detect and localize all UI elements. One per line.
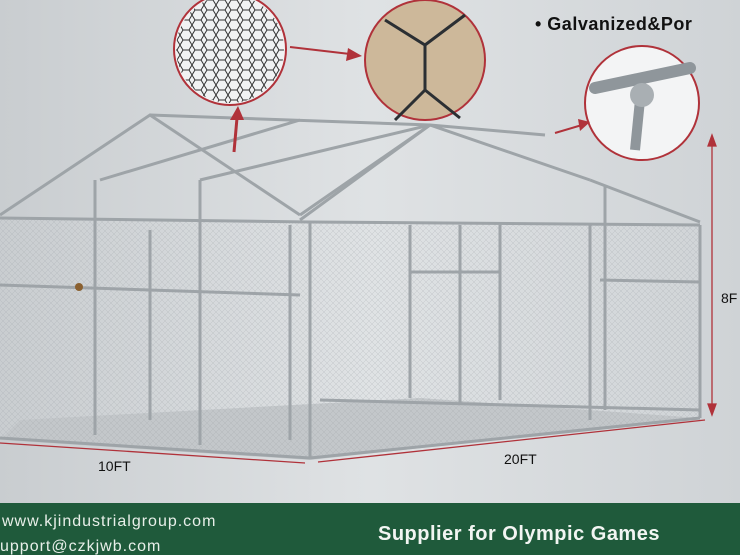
- footer-banner: www.kjindustrialgroup.com upport@czkjwb.…: [0, 503, 740, 555]
- feature-text: • Galvanized&Por: [535, 14, 693, 34]
- footer-website: www.kjindustrialgroup.com: [2, 513, 217, 530]
- footer-slogan: Supplier for Olympic Games: [378, 523, 660, 545]
- dimension-label-width: 10FT: [98, 458, 131, 474]
- footer-email: upport@czkjwb.com: [0, 538, 162, 555]
- mesh-callout: [173, 0, 362, 153]
- mesh-closeup-callout: [364, 0, 486, 122]
- dimension-lines: [0, 133, 717, 464]
- joint-callout: [554, 45, 700, 161]
- dimension-label-length: 20FT: [504, 451, 537, 467]
- dimension-label-height: 8F: [721, 290, 738, 306]
